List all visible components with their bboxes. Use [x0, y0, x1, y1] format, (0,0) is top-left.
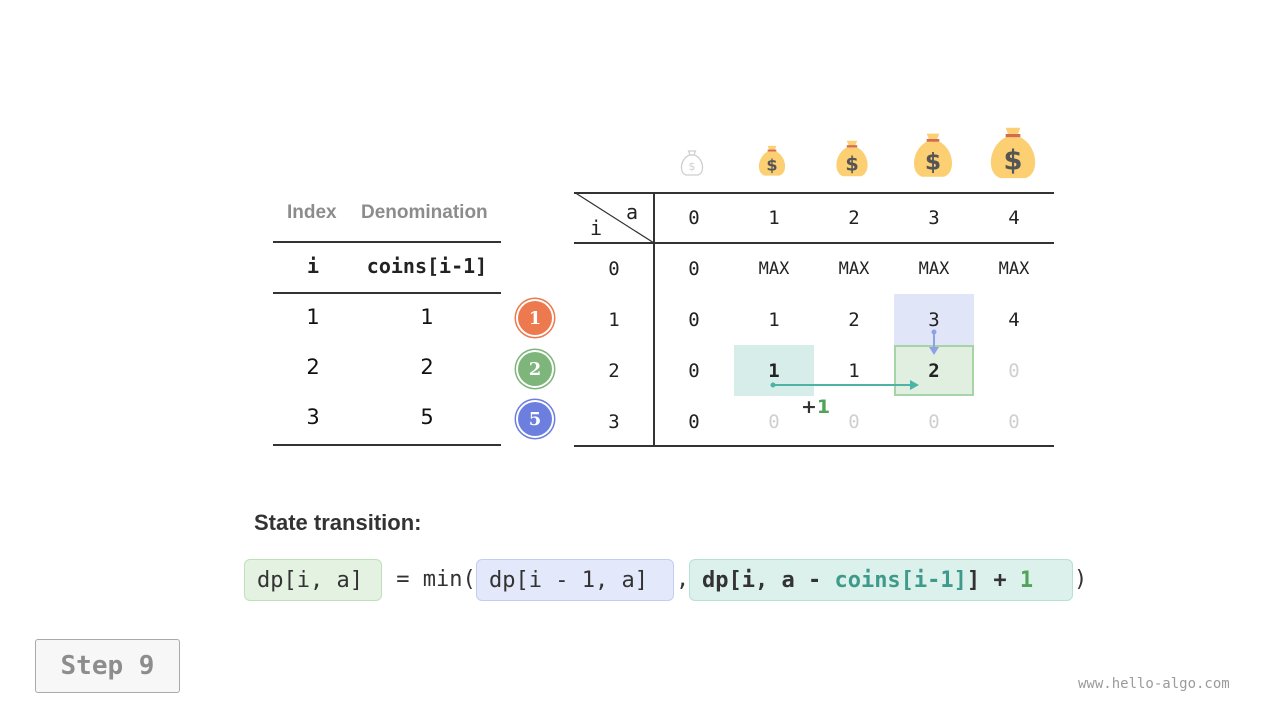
row-header: 0: [608, 257, 620, 280]
formula-eq-min: = min(: [383, 567, 476, 592]
table-row: 1 1: [273, 293, 501, 343]
svg-text:$: $: [766, 156, 777, 175]
coin-badge-1: 1: [518, 301, 552, 335]
dp-cell: 0: [688, 359, 700, 382]
dp-table: a i 0 1 2 3 4 0 1 2 3 0 MAX MAX MAX MAX …: [574, 192, 1054, 447]
header-index: Index: [287, 202, 337, 223]
dp-cell: 1: [768, 308, 780, 331]
transition-arrows: [770, 329, 939, 390]
plus-value: 1: [816, 396, 831, 418]
formula-comma: ,: [676, 567, 690, 592]
dp-cell: 0: [688, 308, 700, 331]
row-header: 3: [608, 410, 620, 433]
subheader-i: i: [306, 254, 320, 278]
watermark: www.hello-algo.com: [1078, 676, 1230, 692]
row-denomination: 2: [420, 355, 434, 379]
dp-cell: 0: [928, 410, 940, 433]
formula-lhs: dp[i, a]: [244, 559, 382, 601]
dp-cell: 0: [688, 257, 700, 280]
money-bag-icon: $: [990, 127, 1036, 179]
divider: [574, 242, 1054, 244]
svg-text:$: $: [925, 148, 941, 176]
dp-cell: 0: [688, 410, 700, 433]
term-left-part-b: ] +: [966, 567, 1020, 593]
plus-sign: +: [801, 396, 817, 418]
row-denomination: 1: [420, 305, 434, 329]
money-bag-icon: $: [758, 145, 786, 176]
divider: [273, 292, 501, 294]
table-row: 3 5: [273, 393, 501, 443]
formula-term-up: dp[i - 1, a]: [476, 559, 674, 601]
state-transition-label: State transition:: [254, 510, 422, 535]
coin-badge-2: 2: [518, 352, 552, 386]
coin-badge-5: 5: [518, 402, 552, 436]
formula-term-left: dp[i, a - coins[i-1]] + 1: [689, 559, 1073, 601]
divider: [273, 444, 501, 446]
coin-table-header: Index Denomination: [273, 185, 501, 241]
col-header: 0: [688, 206, 700, 229]
formula-close: ): [1074, 567, 1088, 592]
dp-cell: MAX: [758, 258, 790, 279]
corner-diagonal: [574, 192, 654, 243]
money-bag-icon: $: [680, 150, 704, 176]
svg-text:$: $: [1004, 146, 1023, 177]
dp-cell: 0: [848, 410, 860, 433]
row-index: 3: [306, 405, 320, 429]
state-transition-formula: dp[i, a] = min( dp[i - 1, a] , dp[i, a -…: [0, 559, 1280, 603]
money-bag-icon: $: [914, 133, 952, 177]
arrow-from-up-icon: [929, 329, 939, 355]
dp-cell: MAX: [998, 258, 1030, 279]
row-header: 1: [608, 308, 620, 331]
corner-row-var: i: [590, 216, 603, 240]
dp-cell: 0: [1008, 410, 1020, 433]
divider: [273, 241, 501, 243]
dp-cell-highlight-left: 1: [734, 345, 814, 396]
col-header: 2: [848, 206, 860, 229]
dp-cell: 0: [768, 410, 780, 433]
svg-text:$: $: [689, 160, 696, 173]
header-denomination: Denomination: [361, 202, 488, 223]
table-row: 2 2: [273, 343, 501, 393]
dp-cell: 4: [1008, 308, 1020, 331]
dp-cell: MAX: [918, 258, 950, 279]
row-header: 2: [608, 359, 620, 382]
dp-cell: 2: [848, 308, 860, 331]
divider: [653, 192, 655, 446]
money-bag-icon: $: [836, 140, 868, 177]
subheader-coins: coins[i-1]: [366, 254, 488, 278]
row-denomination: 5: [420, 405, 434, 429]
svg-text:$: $: [845, 152, 858, 175]
col-header: 1: [768, 206, 780, 229]
money-bags: $ $ $ $ $: [680, 127, 1036, 179]
row-index: 1: [306, 305, 320, 329]
col-header: 3: [928, 206, 940, 229]
badge-label: 1: [528, 307, 542, 329]
badge-label: 2: [528, 358, 542, 380]
corner-col-var: a: [626, 200, 639, 224]
term-left-part-a: dp[i, a -: [702, 567, 835, 593]
dp-cell: 1: [848, 359, 860, 382]
badge-label: 5: [528, 408, 542, 430]
coin-table-subheader: i coins[i-1]: [273, 242, 501, 292]
arrow-from-left-icon: [770, 380, 919, 390]
term-left-one: 1: [1019, 567, 1034, 593]
col-header: 4: [1008, 206, 1020, 229]
row-index: 2: [306, 355, 320, 379]
dp-cell: 0: [1008, 359, 1020, 382]
plus-one-label: +1: [801, 396, 830, 418]
step-button[interactable]: Step 9: [35, 639, 180, 693]
divider: [574, 445, 1054, 447]
divider: [574, 192, 1054, 194]
term-left-coins: coins[i-1]: [834, 567, 967, 593]
dp-cell: MAX: [838, 258, 870, 279]
